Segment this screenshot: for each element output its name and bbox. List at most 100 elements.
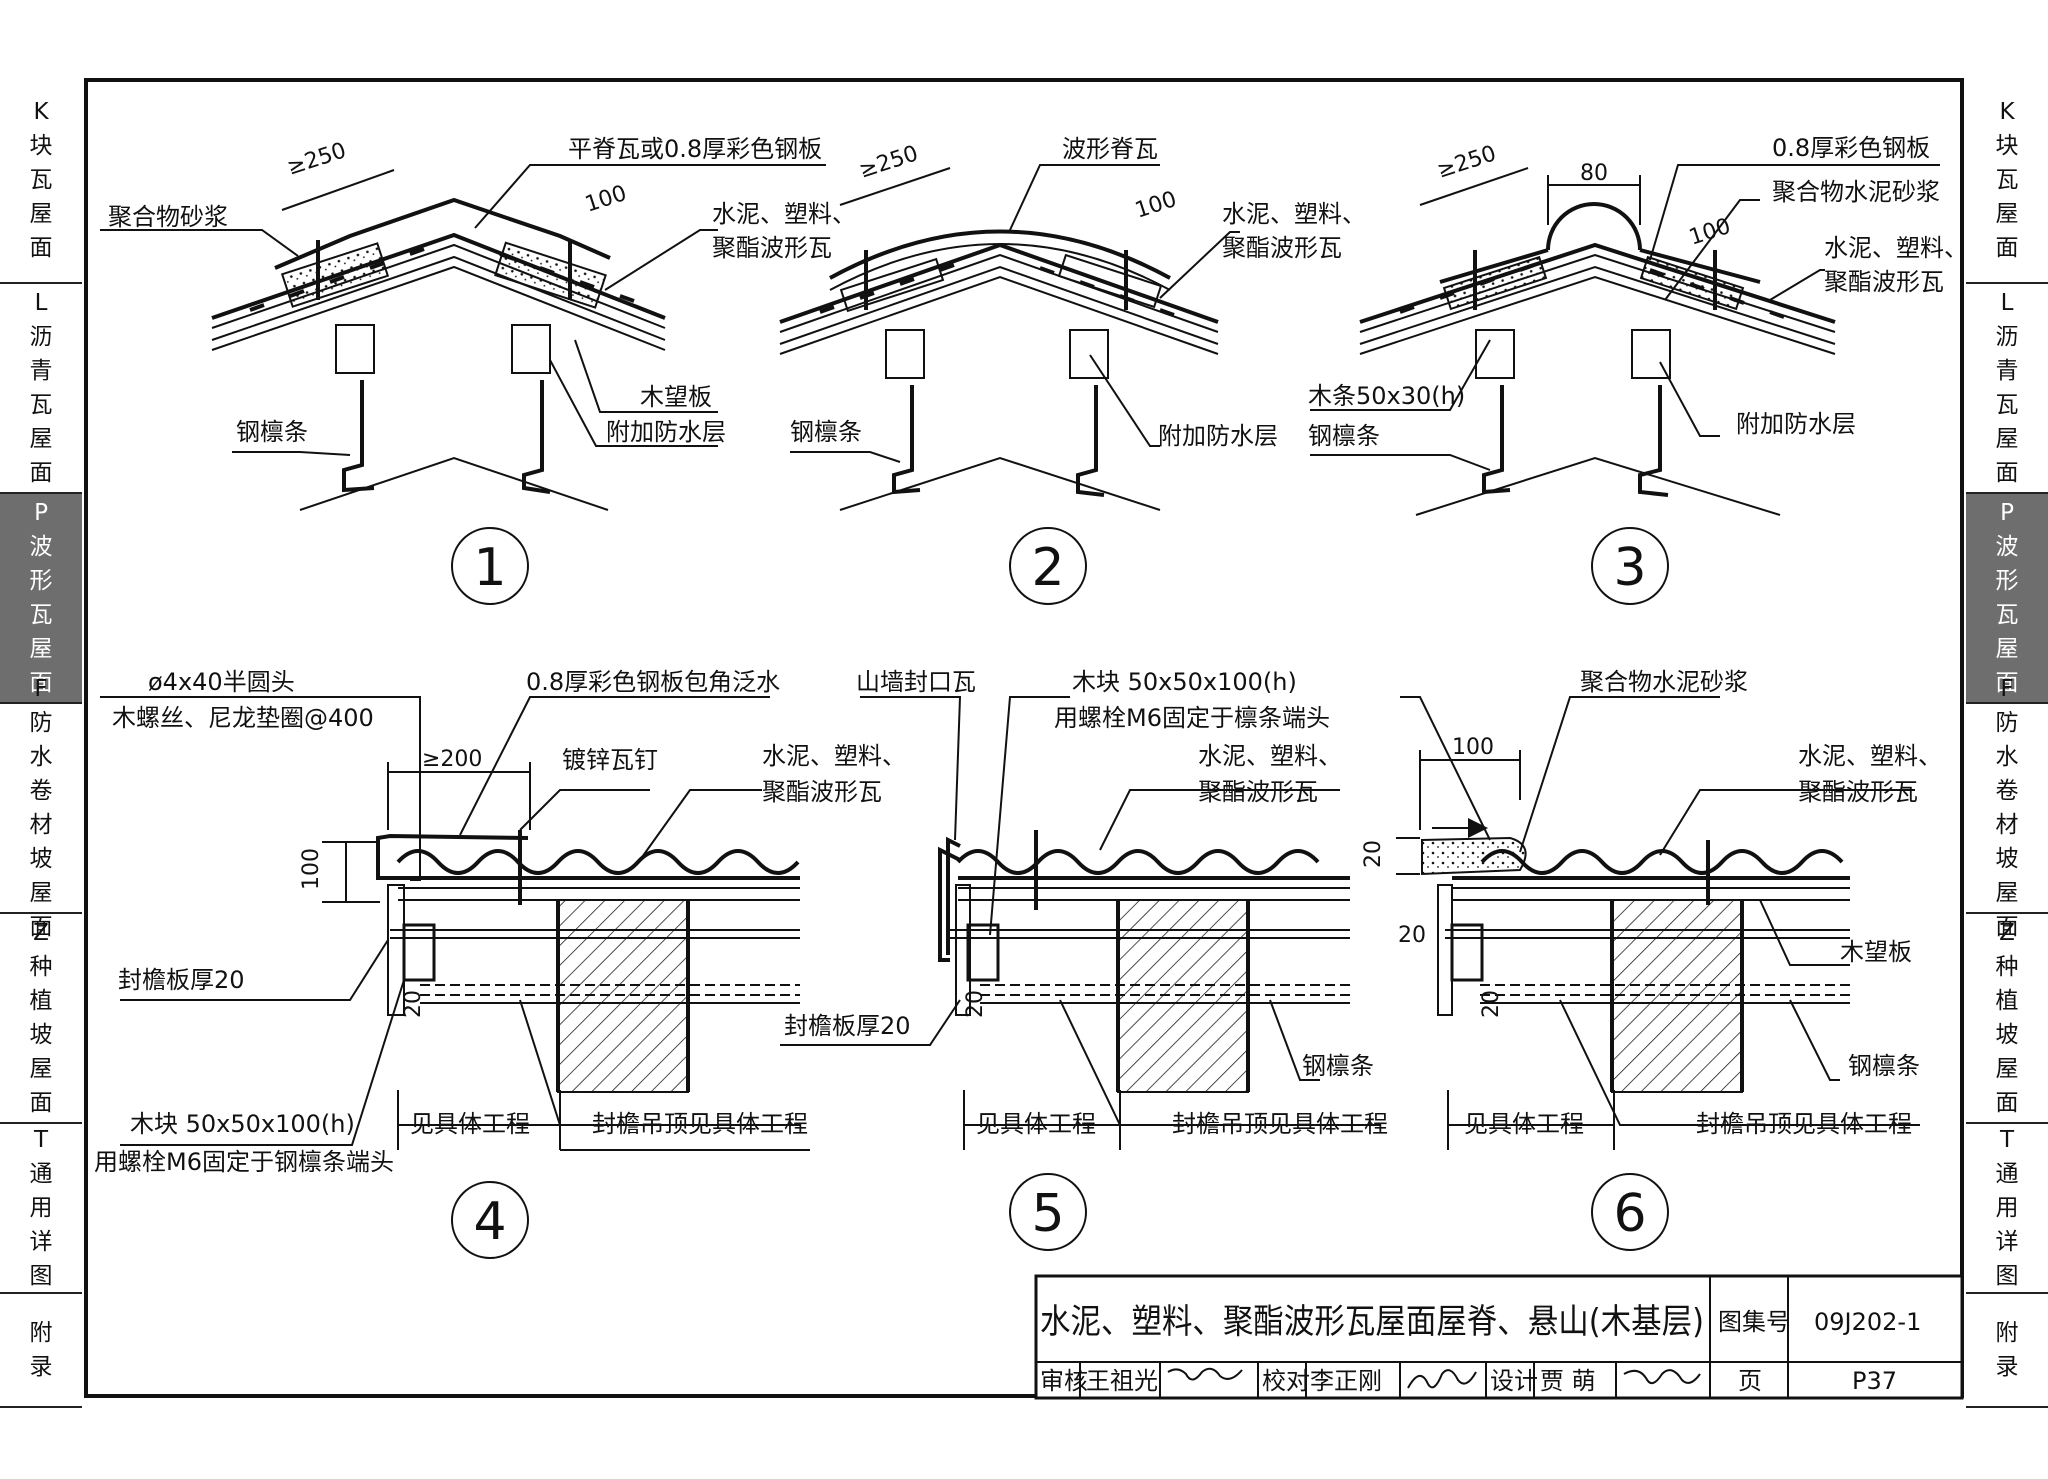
d4-label-fascia: 封檐板厚20 — [118, 966, 245, 994]
index-tab-char: 块 — [29, 133, 53, 159]
index-tab-char: 坡 — [1995, 846, 2019, 872]
index-tab-char: 面 — [29, 235, 53, 261]
index-tab-code: Z — [1999, 920, 2015, 946]
d6-number: 6 — [1613, 1184, 1646, 1244]
d4-dim-200: ≥200 — [422, 747, 482, 772]
drawing-title: 水泥、塑料、聚酯波形瓦屋面屋脊、悬山(木基层) — [1040, 1302, 1704, 1342]
atlas-number: 09J202-1 — [1814, 1308, 1921, 1336]
d4-label-screw-1: ø4x40半圆头 — [148, 668, 295, 696]
index-tab-code: K — [1999, 99, 2015, 125]
index-tab-code: T — [1999, 1127, 2015, 1153]
index-tab-char: 屋 — [29, 426, 53, 452]
index-tab-char: 详 — [29, 1229, 53, 1255]
d3-label-waterproof: 附加防水层 — [1736, 410, 1856, 438]
index-tab-char: 录 — [29, 1354, 53, 1380]
d2-dim-100: 100 — [1132, 187, 1180, 224]
detail-5: 20 山墙封口瓦 木块 50x50x100(h) 用螺栓M6固定于檩条端头 水泥… — [780, 668, 1388, 1251]
detail-3: ≥250 80 100 0.8厚彩色钢板 聚合物水泥砂浆 水泥、塑料、 聚酯波形… — [1308, 134, 1968, 605]
index-tab-char: 用 — [1995, 1195, 2019, 1221]
d6-dim-20c: 20 — [1479, 990, 1504, 1018]
index-tab-char: 附 — [29, 1320, 53, 1346]
index-tab-code: F — [2000, 676, 2014, 702]
designer-signature — [1623, 1369, 1701, 1385]
index-tab-char: 块 — [1995, 133, 2019, 159]
page-number: P37 — [1852, 1367, 1897, 1395]
d1-label-mortar: 聚合物砂浆 — [108, 203, 228, 231]
index-tab-char: 材 — [1995, 812, 2019, 838]
index-tab-char: 通 — [1995, 1161, 2019, 1187]
index-tab-char: 面 — [1995, 1090, 2019, 1116]
d4-label-tile-2: 聚酯波形瓦 — [762, 778, 882, 806]
index-tab-char: 面 — [29, 1090, 53, 1116]
index-tab-char: 波 — [1995, 534, 2019, 560]
d3-label-steel: 0.8厚彩色钢板 — [1772, 134, 1930, 162]
index-tab-char: 图 — [1995, 1263, 2019, 1289]
index-tab-char: 屋 — [29, 1056, 53, 1082]
index-tab-char: 详 — [1995, 1229, 2019, 1255]
d3-label-tile-1: 水泥、塑料、 — [1824, 234, 1968, 262]
index-tab-char: 面 — [1995, 460, 2019, 486]
d1-label-purlin: 钢檩条 — [236, 418, 308, 446]
d6-label-tile-2: 聚酯波形瓦 — [1798, 778, 1918, 806]
design-label: 设计 — [1490, 1367, 1538, 1395]
index-tab-char: 坡 — [29, 1022, 53, 1048]
d4-label-screw-2: 木螺丝、尼龙垫圈@400 — [112, 704, 374, 732]
d2-number: 2 — [1031, 538, 1064, 598]
d6-label-mortar: 聚合物水泥砂浆 — [1580, 668, 1748, 696]
index-tab-char: 屋 — [1995, 426, 2019, 452]
d1-number: 1 — [473, 538, 506, 598]
index-tab-char: 材 — [29, 812, 53, 838]
d3-number: 3 — [1613, 538, 1646, 598]
checker-signature — [1407, 1369, 1477, 1389]
d6-dim-20a: 20 — [1361, 840, 1386, 868]
index-tab-code: L — [34, 290, 48, 316]
index-tab-char: 通 — [29, 1161, 53, 1187]
index-tab-char: 沥 — [1995, 324, 2019, 350]
index-tab-code: L — [2000, 290, 2014, 316]
index-tab-char: 屋 — [1995, 201, 2019, 227]
index-tab-char: 瓦 — [29, 602, 53, 628]
d4-label-nail: 镀锌瓦钉 — [562, 746, 658, 774]
d5-label-see: 见具体工程 — [976, 1110, 1096, 1138]
detail-6: 100 20 20 20 聚合物水泥砂浆 水泥、塑料、 聚酯波形瓦 木望板 钢檩… — [1361, 668, 1942, 1251]
d1-dim-100: 100 — [582, 181, 630, 218]
d2-label-tile-2: 聚酯波形瓦 — [1222, 234, 1342, 262]
reviewer-signature — [1167, 1367, 1243, 1381]
index-tab-char: 面 — [29, 914, 53, 940]
d6-dim-100: 100 — [1452, 735, 1494, 760]
d3-label-batten: 木条50x30(h) — [1308, 382, 1465, 410]
checker-name: 李正刚 — [1310, 1367, 1382, 1395]
index-tab-char: 图 — [29, 1263, 53, 1289]
d3-dim-80: 80 — [1580, 161, 1608, 186]
index-tab-char: 瓦 — [1995, 602, 2019, 628]
d2-label-tile-1: 水泥、塑料、 — [1222, 200, 1366, 228]
d2-dim-lap: ≥250 — [856, 141, 921, 183]
d6-label-soffit: 封檐吊顶见具体工程 — [1696, 1110, 1912, 1138]
d4-label-tile-1: 水泥、塑料、 — [762, 742, 906, 770]
index-tab-char: 屋 — [1995, 636, 2019, 662]
index-tab-char: 附 — [1995, 1320, 2019, 1346]
index-tab-char: 坡 — [29, 846, 53, 872]
d5-label-purlin: 钢檩条 — [1302, 1052, 1374, 1080]
d3-label-purlin: 钢檩条 — [1308, 422, 1380, 450]
index-tab-appendix[interactable]: 附录 — [0, 1294, 82, 1408]
index-tab-char: 防 — [1995, 710, 2019, 736]
index-tab-appendix[interactable]: 附录 — [1966, 1294, 2048, 1408]
index-tab-code: P — [34, 500, 48, 526]
index-tab-char: 屋 — [29, 201, 53, 227]
d1-label-board: 木望板 — [640, 383, 712, 411]
